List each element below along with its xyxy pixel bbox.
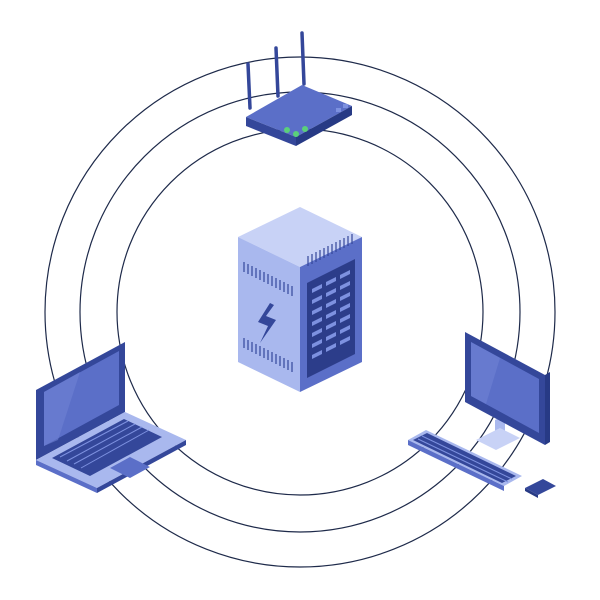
power-bolt-icon: [258, 303, 276, 343]
laptop-icon: [36, 342, 186, 493]
router-icon: [246, 31, 352, 146]
mouse-icon: [525, 479, 556, 495]
desktop-computer-icon: [408, 332, 556, 498]
server-rack-icon: [238, 207, 362, 392]
outer-ring: [44, 56, 556, 568]
